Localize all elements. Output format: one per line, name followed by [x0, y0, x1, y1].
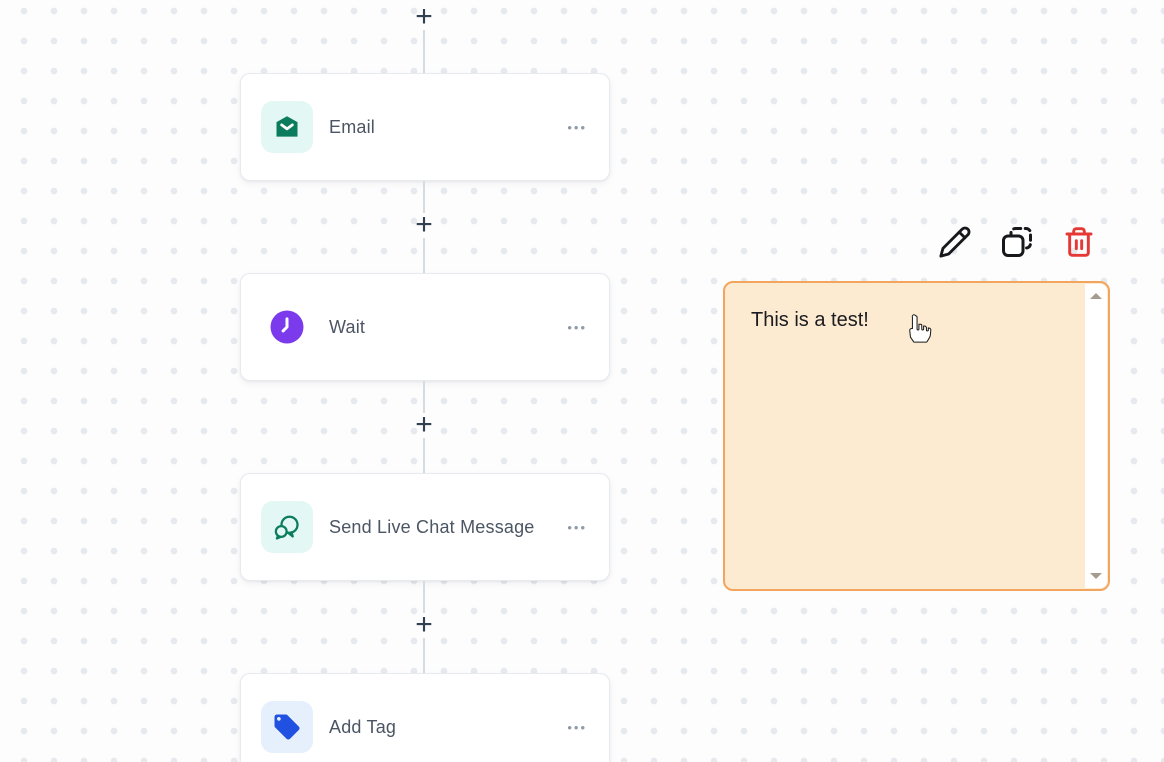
plus-icon: +: [415, 0, 433, 33]
sticky-note[interactable]: This is a test!: [723, 281, 1110, 591]
add-step-button[interactable]: +: [410, 0, 438, 33]
connector-line: [423, 381, 425, 413]
duplicate-icon[interactable]: [998, 223, 1036, 261]
note-toolbar: [936, 222, 1098, 262]
email-icon: [261, 101, 313, 153]
node-menu-button[interactable]: •••: [567, 319, 587, 335]
workflow-node-add-tag[interactable]: Add Tag •••: [240, 673, 610, 762]
node-label: Send Live Chat Message: [329, 516, 535, 537]
connector-line: [423, 638, 425, 673]
connector-line: [423, 181, 425, 213]
plus-icon: +: [415, 608, 433, 641]
connector-line: [423, 581, 425, 613]
scroll-down-icon[interactable]: [1090, 573, 1102, 579]
clock-icon: [261, 301, 313, 353]
workflow-node-wait[interactable]: Wait •••: [240, 273, 610, 381]
workflow-node-email[interactable]: Email •••: [240, 73, 610, 181]
plus-icon: +: [415, 408, 433, 441]
node-label: Wait: [329, 316, 366, 337]
connector-line: [423, 238, 425, 273]
tag-icon: [261, 701, 313, 753]
workflow-node-live-chat[interactable]: Send Live Chat Message •••: [240, 473, 610, 581]
connector-line: [423, 438, 425, 473]
delete-trash-icon[interactable]: [1060, 223, 1098, 261]
scroll-up-icon[interactable]: [1090, 293, 1102, 299]
node-label: Email: [329, 116, 376, 137]
chat-bubbles-icon: [261, 501, 313, 553]
connector-line: [423, 30, 425, 73]
add-step-button[interactable]: +: [410, 208, 438, 241]
node-menu-button[interactable]: •••: [567, 119, 587, 135]
sticky-note-text: This is a test!: [751, 309, 869, 331]
add-step-button[interactable]: +: [410, 608, 438, 641]
add-step-button[interactable]: +: [410, 408, 438, 441]
hand-pointer-cursor-icon: [903, 313, 933, 345]
plus-icon: +: [415, 208, 433, 241]
node-menu-button[interactable]: •••: [567, 719, 587, 735]
edit-pencil-icon[interactable]: [936, 223, 974, 261]
node-label: Add Tag: [329, 716, 397, 737]
note-scrollbar[interactable]: [1085, 284, 1107, 588]
node-menu-button[interactable]: •••: [567, 519, 587, 535]
